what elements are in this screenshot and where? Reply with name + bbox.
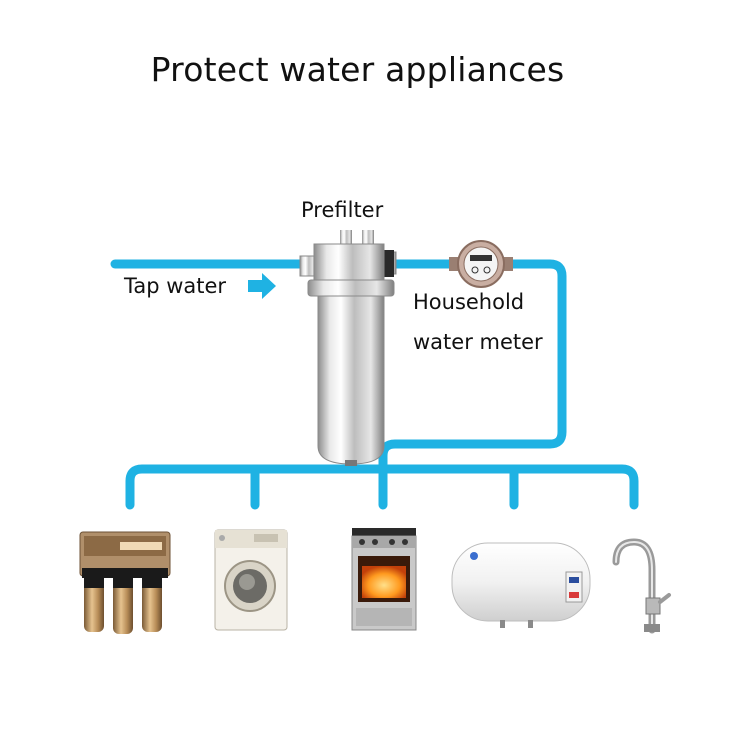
meter-label-line2: water meter xyxy=(413,330,543,354)
arrow-right-icon xyxy=(248,273,276,299)
water-purifier-icon xyxy=(79,531,171,634)
distribution-manifold xyxy=(125,464,639,510)
prefilter-label: Prefilter xyxy=(301,198,384,222)
tap-water-label: Tap water xyxy=(124,274,227,298)
washing-machine-icon xyxy=(214,529,288,631)
meter-pipe xyxy=(378,259,567,510)
gas-stove-oven-icon xyxy=(351,528,417,631)
water-meter-icon xyxy=(449,240,513,288)
faucet-icon xyxy=(612,538,671,634)
page-title: Protect water appliances xyxy=(150,50,565,89)
electric-water-heater-icon xyxy=(451,542,591,628)
meter-label-line1: Household xyxy=(413,290,525,314)
prefilter-housing-icon xyxy=(299,230,397,466)
pipes xyxy=(110,259,639,510)
